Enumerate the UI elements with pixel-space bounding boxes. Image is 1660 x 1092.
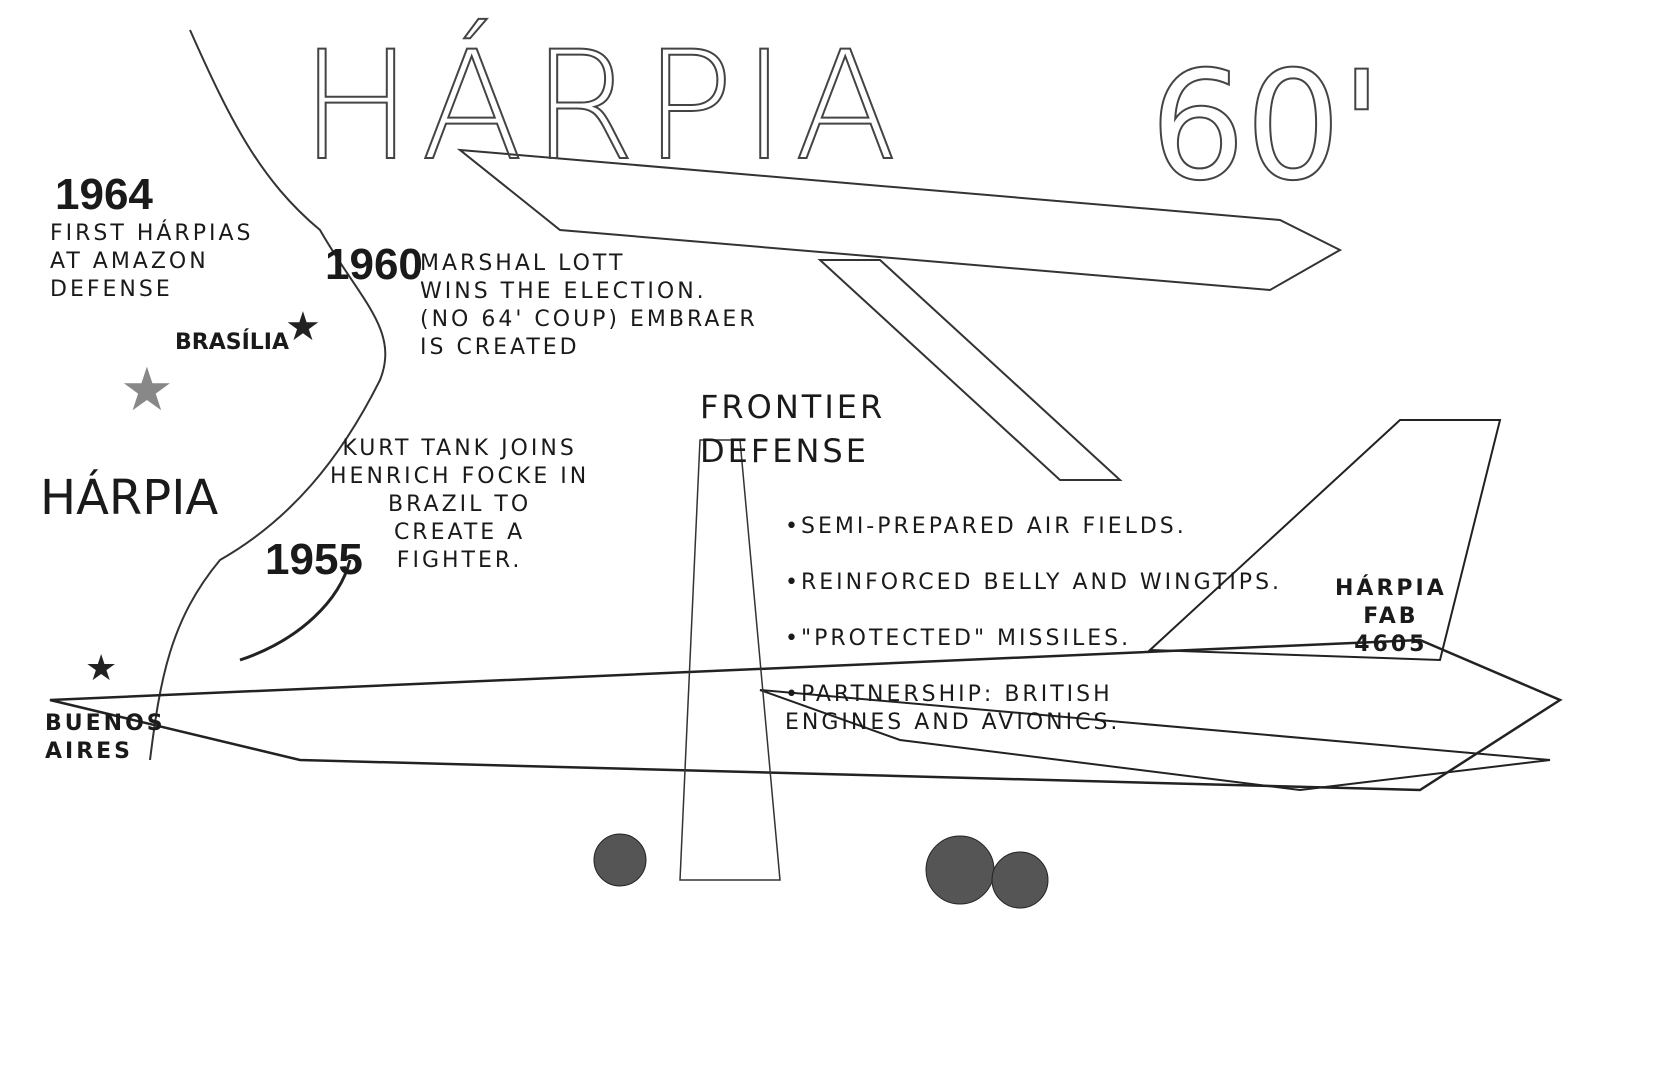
note-1964: FIRST HÁRPIAS AT AMAZON DEFENSE [50,221,254,302]
svg-text:★: ★ [285,304,321,350]
frontier-heading: FRONTIER DEFENSE [700,388,886,470]
note-1960: MARSHAL LOTT WINS THE ELECTION. (NO 64' … [420,251,758,360]
frontier-bullets: •SEMI-PREPARED AIR FIELDS. •REINFORCED B… [785,485,1282,765]
bullet: •PARTNERSHIP: BRITISH ENGINES AND AVIONI… [785,682,1121,735]
note-1955: KURT TANK JOINS HENRICH FOCKE IN BRAZIL … [330,436,590,573]
bullet: •"PROTECTED" MISSILES. [785,626,1132,651]
year-1955: 1955 [265,535,363,584]
year-1960: 1960 [325,240,423,289]
main-title: HÁRPIA [299,19,905,195]
bullet: •SEMI-PREPARED AIR FIELDS. [785,514,1187,539]
harpia-logo-text: HÁRPIA [40,470,219,526]
buenos-aires-label: BUENOS AIRES [45,711,166,764]
tail-marking: HÁRPIA FAB 4605 [1335,576,1447,657]
bullet: •REINFORCED BELLY AND WINGTIPS. [785,570,1283,595]
svg-text:★: ★ [120,355,174,425]
svg-text:★: ★ [85,648,117,689]
brasilia-label: BRASÍLIA [175,330,289,355]
year-1964: 1964 [55,170,153,219]
decade-title: 60' [1149,39,1383,215]
